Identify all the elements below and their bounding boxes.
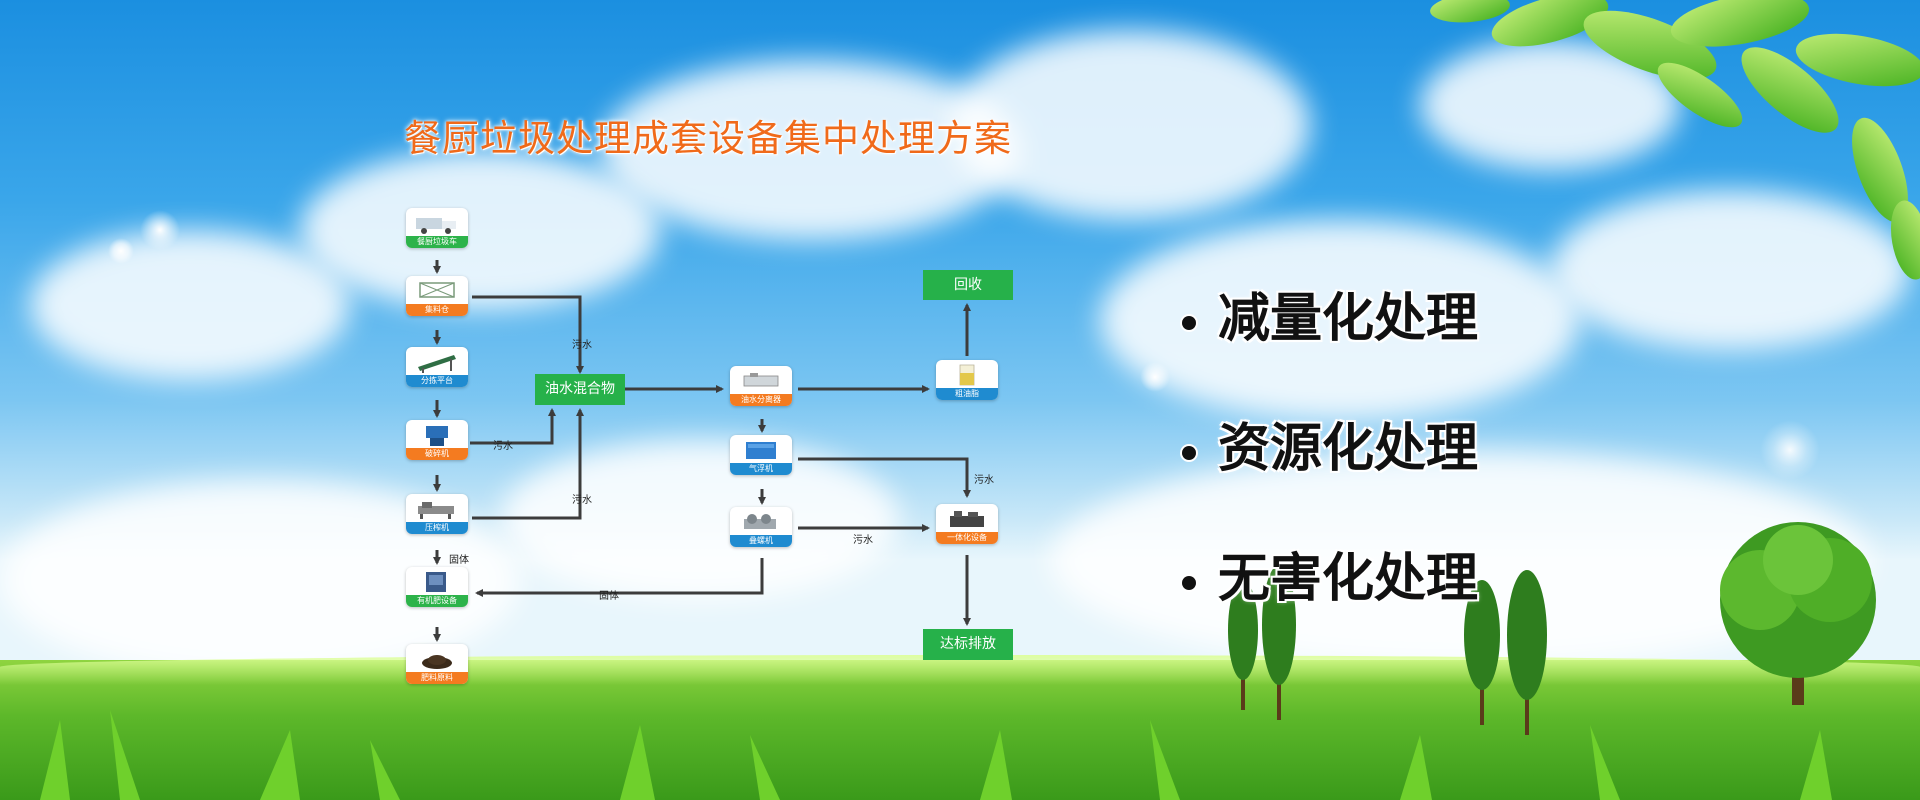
edge-label-wastewater: 污水 [493,441,513,452]
sparkle-icon [108,238,134,264]
leaves-decoration [1430,0,1920,280]
node-press: 压榨机 [406,494,468,534]
benefit-text: 减量化处理 [1218,288,1479,349]
conveyor-icon [418,355,456,373]
fertilizer-machine-icon [426,572,446,592]
benefit-item: 无害化处理 [1182,536,1478,611]
truck-icon [416,218,456,234]
page-title: 餐厨垃圾处理成套设备集中处理方案 [404,117,1012,160]
press-icon [418,502,454,519]
node-food-waste-truck: 餐厨垃圾车 [406,208,468,248]
cloud [30,230,350,380]
node-integrated-equipment: 一体化设备 [936,504,998,544]
benefit-text: 无害化处理 [1218,548,1479,609]
edge-label-wastewater: 污水 [572,495,592,506]
benefit-text: 资源化处理 [1218,418,1479,479]
round-tree [1720,522,1876,705]
node-air-flotation: 气浮机 [730,435,792,475]
node-label: 粗油脂 [936,388,998,400]
node-label: 集料仓 [406,304,468,316]
cloud [500,440,900,600]
benefit-item: 减量化处理 [1182,276,1478,351]
node-fertilizer-equipment: 有机肥设备 [406,567,468,607]
node-label: 油水分离器 [730,394,792,406]
node-sorting-platform: 分拣平台 [406,347,468,387]
cloud [300,150,660,310]
grass-blades [40,710,1832,800]
node-label: 叠螺机 [730,535,792,547]
node-label: 破碎机 [406,448,468,460]
cloud [1550,190,1910,350]
bullet-dot [1182,445,1196,460]
node-label: 分拣平台 [406,375,468,387]
node-collection-bin: 集料仓 [406,276,468,316]
separator-icon [743,373,779,387]
node-screw-press: 叠螺机 [730,507,792,547]
node-label: 有机肥设备 [406,595,468,607]
bullet-dot [1182,315,1196,330]
node-oil-water-separator: 油水分离器 [730,366,792,406]
flotation-tank-icon [746,442,776,459]
beaker-icon [959,364,975,386]
node-crude-grease: 粗油脂 [936,360,998,400]
sparkle-icon [140,210,180,250]
screw-press-icon [744,514,776,529]
bullet-dot [1182,575,1196,590]
edge-label-wastewater: 污水 [572,340,592,351]
edge-label-wastewater: 污水 [974,475,994,486]
node-label: 肥料原料 [406,672,468,684]
integrated-machine-icon [950,511,984,527]
box-recycle: 回收 [923,270,1013,300]
cloud [600,60,1020,240]
soil-pile-icon [422,655,452,669]
edge-label-wastewater: 污水 [853,535,873,546]
node-label: 压榨机 [406,522,468,534]
node-crusher: 破碎机 [406,420,468,460]
node-fertilizer-raw-material: 肥料原料 [406,644,468,684]
edge-label-solid: 固体 [449,555,469,566]
hopper-icon [419,282,455,298]
grass-highlight [0,655,1920,685]
benefit-item: 资源化处理 [1182,406,1478,481]
node-label: 餐厨垃圾车 [406,236,468,248]
sparkle-icon [1140,362,1170,392]
cloud [950,30,1310,220]
box-oil-water-mixture: 油水混合物 [535,374,625,405]
crusher-icon [426,426,448,446]
cloud [1100,220,1580,420]
cypress-trees [1228,565,1547,735]
edge-label-solid: 固体 [599,591,619,602]
sparkle-icon [1760,420,1820,480]
box-discharge-standard: 达标排放 [923,629,1013,660]
node-label: 一体化设备 [936,532,998,544]
node-label: 气浮机 [730,463,792,475]
